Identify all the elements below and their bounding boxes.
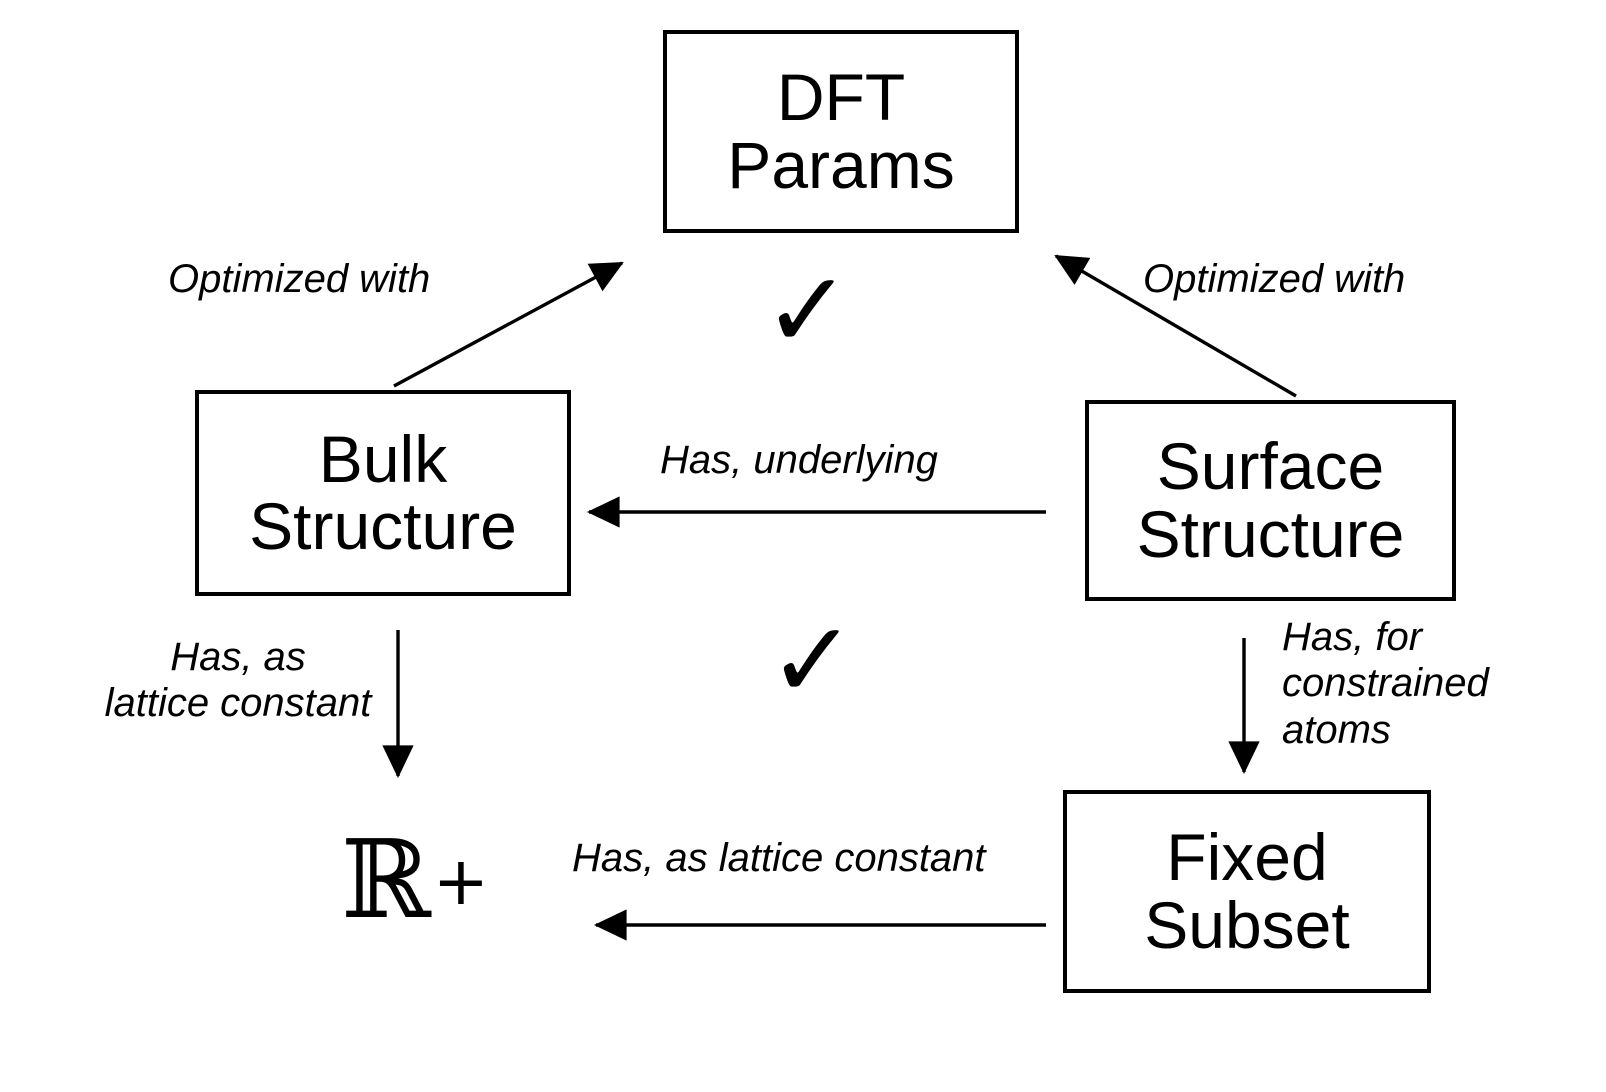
- node-fixed-subset[interactable]: Fixed Subset: [1063, 790, 1431, 993]
- node-fixed-subset-label: Fixed Subset: [1144, 820, 1350, 962]
- node-real-positive-set: ℝ+: [315, 806, 515, 956]
- edge-label-optimized-with-left: Optimized with: [168, 257, 431, 301]
- node-bulk-structure[interactable]: Bulk Structure: [195, 390, 571, 596]
- plus-superscript: +: [432, 841, 489, 920]
- edge-label-optimized-with-right: Optimized with: [1143, 257, 1406, 301]
- edge-label-has-as-lattice-constant-bottom: Has, as lattice constant: [572, 836, 986, 880]
- node-dft-params-label: DFT Params: [727, 60, 955, 202]
- edge-label-has-for-constrained-atoms: Has, for constrained atoms: [1282, 615, 1489, 752]
- edge-label-has-underlying: Has, underlying: [660, 438, 938, 482]
- node-dft-params[interactable]: DFT Params: [663, 30, 1019, 233]
- check-mark-icon-top: ✓: [763, 249, 852, 372]
- node-surface-structure[interactable]: Surface Structure: [1085, 400, 1456, 601]
- edge-label-has-as-lattice-constant-left: Has, as lattice constant: [104, 635, 372, 726]
- check-mark-icon-bottom: ✓: [768, 599, 857, 722]
- node-bulk-structure-label: Bulk Structure: [249, 421, 517, 563]
- node-surface-structure-label: Surface Structure: [1136, 429, 1405, 571]
- blackboard-r-glyph: ℝ: [341, 818, 431, 943]
